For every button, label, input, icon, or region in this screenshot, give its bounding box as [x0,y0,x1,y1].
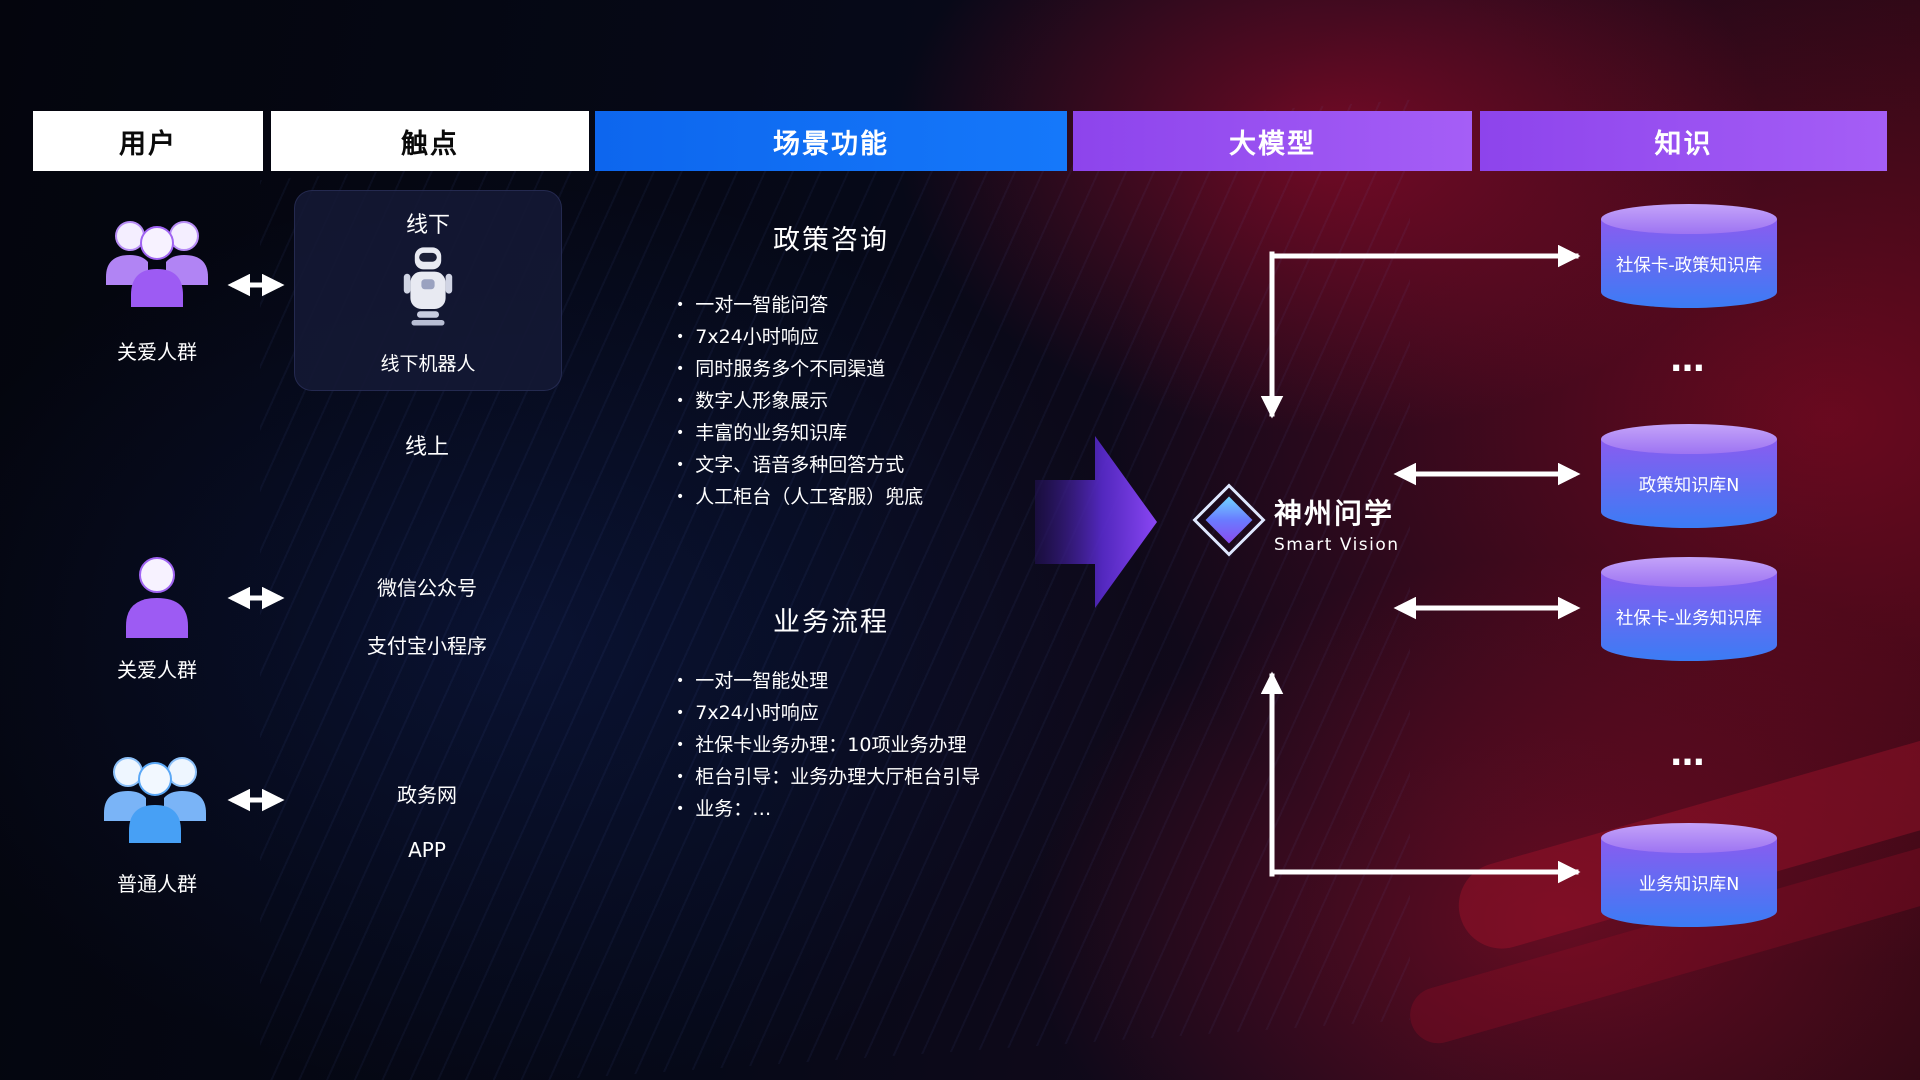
scenario2-item: 业务：… [676,793,980,825]
scenario1-item: 丰富的业务知识库 [676,417,923,449]
db-label: 业务知识库N [1638,874,1740,895]
header-scenario-functions: 场景功能 [595,111,1067,171]
ellipsis-business: … [1670,734,1708,774]
scenario1-item: 人工柜台（人工客服）兜底 [676,481,923,513]
online-label: 线上 [404,435,449,460]
scenario2-item: 一对一智能处理 [676,665,980,697]
header-large-model-label: 大模型 [1229,128,1316,160]
user-group-general-icon [100,747,210,851]
ellipsis-policy: … [1670,340,1708,380]
model-subtitle: Smart Vision [1274,535,1400,555]
db-cylinder-top [1601,204,1777,234]
scenario1-item: 一对一智能问答 [676,289,923,321]
scenario1-item: 同时服务多个不同渠道 [676,353,923,385]
user-group1-label: 关爱人群 [117,340,197,364]
user-person-care-icon [114,550,200,646]
db-business-n: 业务知识库N [1601,823,1777,927]
scenario1-item: 数字人形象展示 [676,385,923,417]
offline-title: 线下 [405,213,450,238]
db-cylinder-top [1601,557,1777,587]
header-users-label: 用户 [119,128,177,160]
scenario1-title: 政策咨询 [773,225,889,256]
user-group3-label: 普通人群 [117,872,197,896]
channel-alipay: 支付宝小程序 [367,634,487,658]
header-touchpoints-label: 触点 [401,128,459,160]
robot-icon [295,243,561,331]
channel-wechat: 微信公众号 [377,576,477,600]
scenario2-item: 7x24小时响应 [676,697,980,729]
db-cylinder-top [1601,424,1777,454]
model-block: 神州问学 Smart Vision [1274,492,1400,555]
scenario1-item: 文字、语音多种回答方式 [676,449,923,481]
header-scenario-functions-label: 场景功能 [773,128,889,160]
db-policy-n: 政策知识库N [1601,424,1777,528]
scenario2-item: 柜台引导：业务办理大厅柜台引导 [676,761,980,793]
header-large-model: 大模型 [1073,111,1472,171]
db-social-policy: 社保卡-政策知识库 [1601,204,1777,308]
user-group2-label: 关爱人群 [117,658,197,682]
db-cylinder-top [1601,823,1777,853]
channel-gov-web: 政务网 [397,783,457,807]
scenario1-item: 7x24小时响应 [676,321,923,353]
db-label: 社保卡-业务知识库 [1615,608,1763,629]
smart-vision-logo-icon [1190,481,1268,563]
channel-app: APP [408,838,446,862]
header-touchpoints: 触点 [271,111,589,171]
flow-arrow-icon [1035,428,1157,620]
db-label: 政策知识库N [1638,475,1740,496]
scenario2-title: 业务流程 [773,607,889,638]
db-social-business: 社保卡-业务知识库 [1601,557,1777,661]
model-name: 神州问学 [1274,497,1395,530]
scenario2-item: 社保卡业务办理：10项业务办理 [676,729,980,761]
header-knowledge-label: 知识 [1654,128,1713,160]
scenario2-list: 一对一智能处理 7x24小时响应 社保卡业务办理：10项业务办理 柜台引导：业务… [676,665,980,825]
db-label: 社保卡-政策知识库 [1615,255,1763,276]
header-knowledge: 知识 [1480,111,1887,171]
scenario1-list: 一对一智能问答 7x24小时响应 同时服务多个不同渠道 数字人形象展示 丰富的业… [676,289,923,513]
offline-touchpoint-card: 线下 线下机器人 [294,190,562,391]
header-users: 用户 [33,111,263,171]
offline-caption: 线下机器人 [380,353,476,375]
user-group-care-icon [102,211,212,315]
